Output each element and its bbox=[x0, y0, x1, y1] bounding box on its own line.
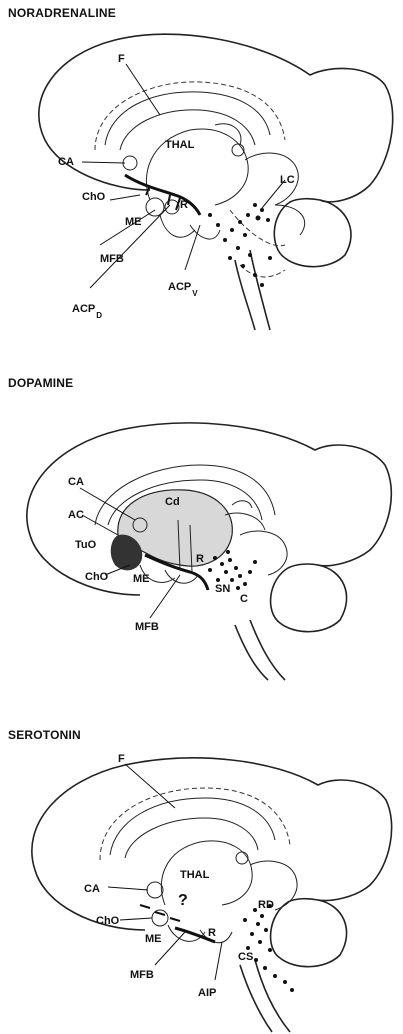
label-mfb: MFB bbox=[100, 253, 124, 265]
label-f: F bbox=[118, 53, 125, 65]
label-tuo: TuO bbox=[75, 539, 97, 551]
cell-dots bbox=[243, 904, 294, 992]
label-r: R bbox=[180, 199, 188, 211]
label-r: R bbox=[208, 927, 216, 939]
label-lc: LC bbox=[280, 174, 295, 186]
label-acp-v: ACPV bbox=[168, 281, 198, 298]
arrow-ca bbox=[82, 162, 125, 163]
label-cs: CS bbox=[238, 951, 253, 963]
arrow-f bbox=[125, 764, 175, 808]
cell-dots bbox=[208, 203, 272, 287]
label-ca: CA bbox=[58, 156, 74, 168]
brain-diagram-dopamine: CA Cd AC TuO R ChO ME SN C MFB bbox=[0, 340, 403, 680]
label-me: ME bbox=[125, 216, 142, 228]
panel-noradrenaline: NORADRENALINE bbox=[0, 0, 403, 340]
brain-diagram-serotonin: F THAL CA ? RD ChO R ME CS MFB AIP bbox=[0, 680, 403, 1034]
arrow-ca bbox=[108, 887, 148, 890]
label-thal: THAL bbox=[180, 869, 210, 881]
arrow-cho bbox=[120, 918, 152, 920]
panel-dopamine: DOPAMINE bbox=[0, 340, 403, 680]
label-c: C bbox=[240, 593, 248, 605]
label-cho: ChO bbox=[82, 191, 106, 203]
label-ca: CA bbox=[84, 883, 100, 895]
panel-serotonin: SEROTONIN bbox=[0, 680, 403, 1034]
label-me: ME bbox=[145, 933, 162, 945]
arrow-aip bbox=[215, 942, 222, 980]
label-sn: SN bbox=[215, 583, 230, 595]
arrow-cho bbox=[110, 195, 140, 200]
label-f: F bbox=[118, 753, 125, 765]
label-rd: RD bbox=[258, 899, 274, 911]
label-acp-d: ACPD bbox=[72, 303, 102, 320]
label-mfb: MFB bbox=[130, 969, 154, 981]
label-ac: AC bbox=[68, 509, 84, 521]
arrow-ca bbox=[80, 488, 135, 520]
label-question: ? bbox=[178, 892, 188, 909]
label-mfb: MFB bbox=[135, 621, 159, 633]
brain-diagram-noradrenaline: F THAL CA LC ChO R ME MFB ACPV ACPD bbox=[0, 0, 403, 340]
label-aip: AIP bbox=[198, 987, 216, 999]
label-cd: Cd bbox=[165, 496, 180, 508]
label-thal: THAL bbox=[165, 139, 195, 151]
label-cho: ChO bbox=[85, 571, 109, 583]
label-ca: CA bbox=[68, 476, 84, 488]
label-r: R bbox=[196, 553, 204, 565]
label-me: ME bbox=[133, 573, 150, 585]
label-cho: ChO bbox=[96, 915, 120, 927]
arrow-ac bbox=[82, 515, 118, 535]
